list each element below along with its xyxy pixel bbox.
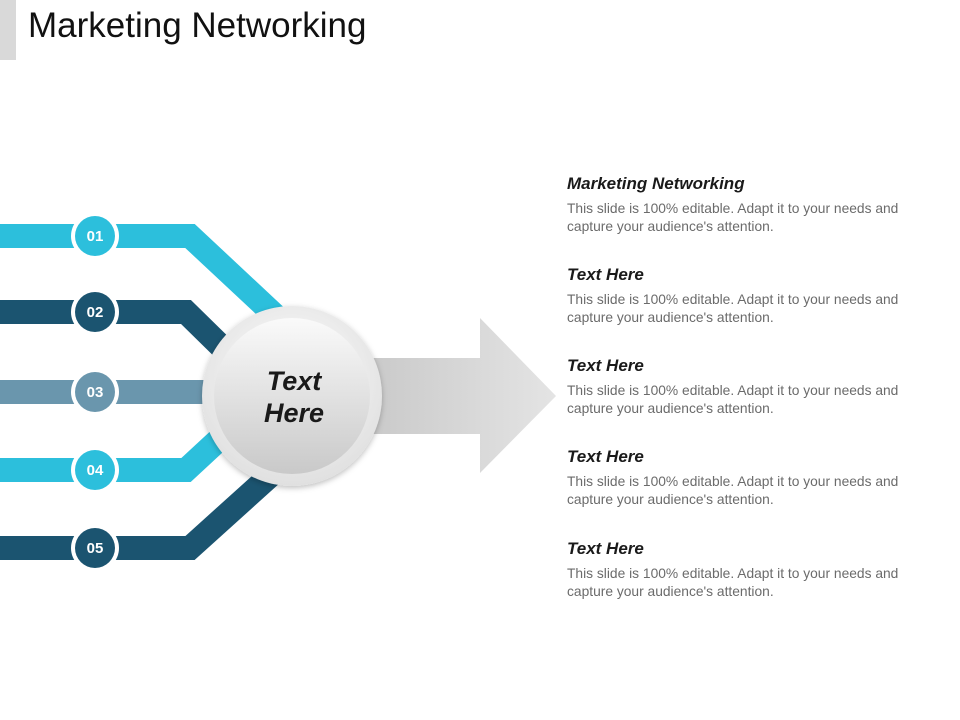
- number-badge-03: 03: [71, 368, 119, 416]
- center-hub: Text Here: [202, 306, 382, 486]
- center-label-line-1: Text: [267, 366, 323, 396]
- center-inner-disc: [214, 318, 370, 474]
- number-label-05: 05: [87, 540, 104, 557]
- number-label-04: 04: [87, 462, 104, 479]
- text-block-4: Text Here This slide is 100% editable. A…: [567, 447, 927, 509]
- block-heading: Marketing Networking: [567, 174, 745, 193]
- number-label-03: 03: [87, 384, 104, 401]
- number-badge-01: 01: [71, 212, 119, 260]
- connector-line-05: [0, 456, 291, 560]
- block-heading: Text Here: [567, 356, 644, 375]
- block-body: This slide is 100% editable. Adapt it to…: [567, 292, 899, 325]
- text-block-1: Marketing Networking This slide is 100% …: [567, 174, 927, 236]
- slide-title: Marketing Networking: [28, 6, 367, 45]
- block-body: This slide is 100% editable. Adapt it to…: [567, 566, 899, 599]
- title-accent-bar: [0, 0, 16, 60]
- text-block-2: Text Here This slide is 100% editable. A…: [567, 265, 927, 327]
- connector-line-04: [0, 411, 249, 482]
- center-label-line-2: Here: [264, 398, 324, 428]
- block-body: This slide is 100% editable. Adapt it to…: [567, 474, 899, 507]
- number-badge-02: 02: [71, 288, 119, 336]
- number-badge-04: 04: [71, 446, 119, 494]
- block-heading: Text Here: [567, 447, 644, 466]
- connector-line-02: [0, 300, 249, 374]
- number-badge-05: 05: [71, 524, 119, 572]
- connector-line-01: [0, 224, 291, 331]
- text-block-5: Text Here This slide is 100% editable. A…: [567, 539, 927, 601]
- right-arrow-shape: [330, 318, 556, 473]
- block-heading: Text Here: [567, 539, 644, 558]
- text-block-3: Text Here This slide is 100% editable. A…: [567, 356, 927, 418]
- number-label-01: 01: [87, 228, 104, 245]
- block-heading: Text Here: [567, 265, 644, 284]
- block-body: This slide is 100% editable. Adapt it to…: [567, 201, 899, 234]
- block-body: This slide is 100% editable. Adapt it to…: [567, 383, 899, 416]
- number-label-02: 02: [87, 304, 104, 321]
